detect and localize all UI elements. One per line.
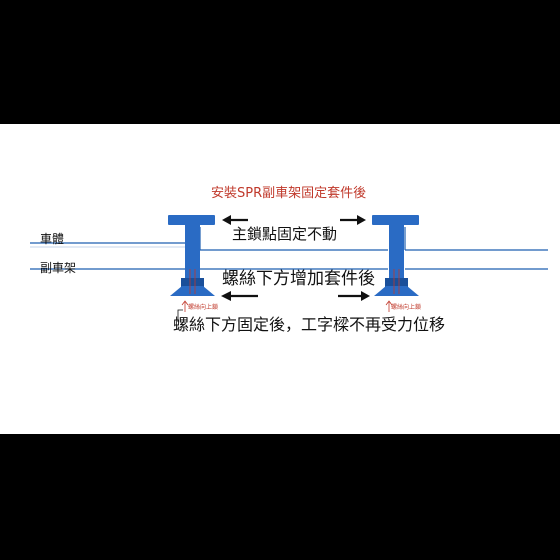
annotation-bottom: 螺絲下方固定後，工字樑不再受力位移 [173,315,446,334]
label-subframe: 副車架 [40,261,77,275]
annotation-upper: 主鎖點固定不動 [232,225,338,243]
bolt-note-right: 螺絲向上鎖 [391,304,422,311]
left-spacer [181,278,204,287]
left-bolt-head [168,215,215,225]
body-line [30,227,548,251]
annotation-lower: 螺絲下方增加套件後 [222,269,375,289]
upper-right-arrow [340,215,366,225]
diagram-title: 安裝SPR副車架固定套件後 [211,186,367,201]
lower-right-arrow [338,291,370,301]
right-spacer [385,278,408,287]
lower-left-arrow [221,291,258,301]
right-bolt-head [372,215,419,225]
bolt-note-left: 螺絲向上鎖 [188,304,219,311]
subframe-diagram [30,215,548,322]
right-bolt-assembly [372,215,419,312]
right-up-arrow [385,300,393,312]
upper-left-arrow [222,215,248,225]
left-base-plate [170,286,215,296]
left-bolt-shaft [185,224,200,282]
right-bolt-shaft [389,224,404,282]
right-base-plate [374,286,419,296]
label-car-body: 車體 [40,232,65,246]
diagram-canvas: 安裝SPR副車架固定套件後 車體 副車架 主鎖點固定不動 螺絲下方增加套件後 螺… [0,124,560,434]
left-up-arrow [181,300,189,312]
caption-leader [177,309,183,322]
left-bolt-assembly [168,215,215,312]
